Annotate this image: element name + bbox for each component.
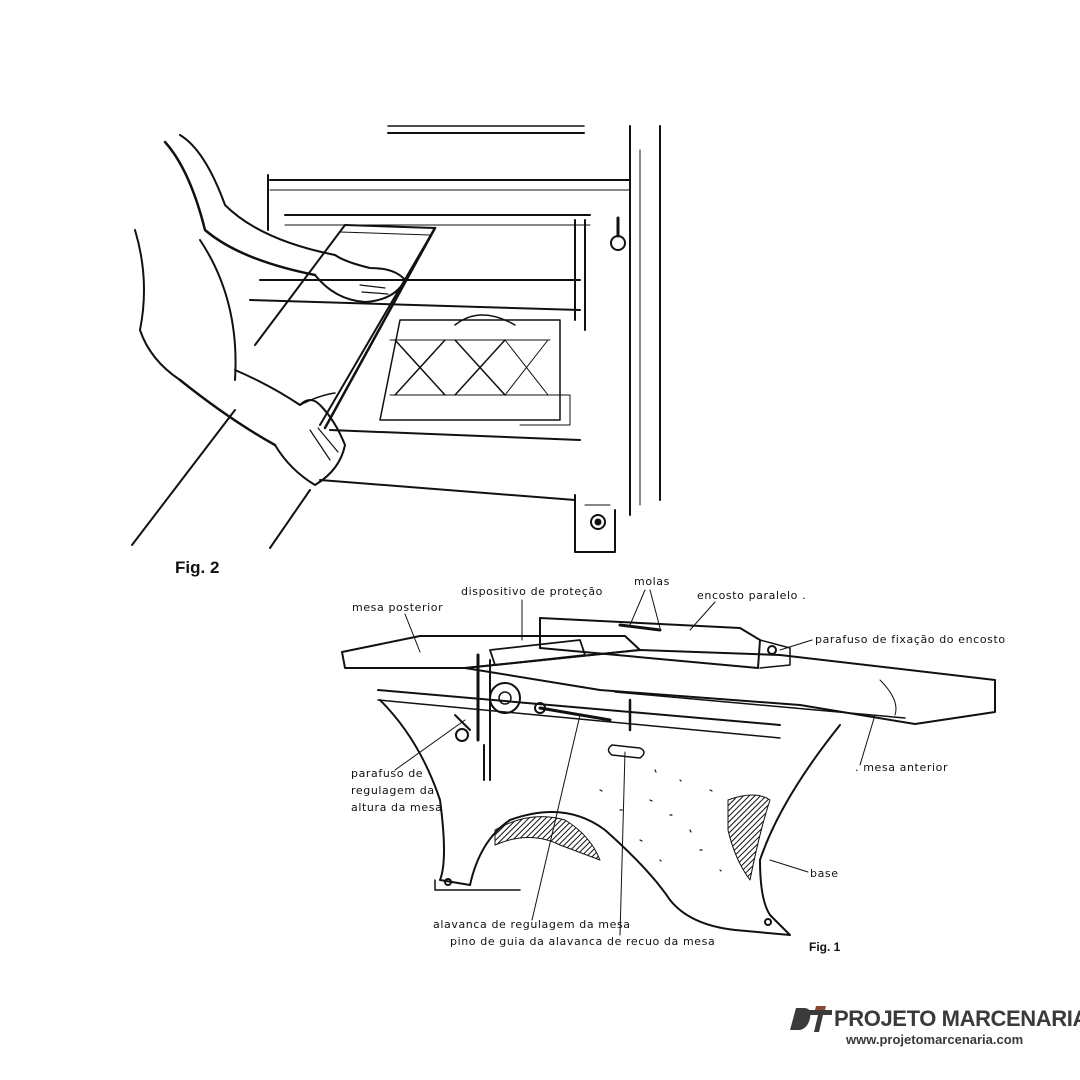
label-molas: molas <box>634 575 670 588</box>
brand-watermark: PROJETO MARCENARIA www.projetomarcenaria… <box>788 1002 1080 1054</box>
figure-1-caption: Fig. 1 <box>809 940 841 954</box>
label-mesa-posterior: mesa posterior <box>352 601 444 614</box>
label-parafuso-fixacao: parafuso de fixação do encosto <box>815 633 1006 646</box>
brand-name: PROJETO MARCENARIA <box>834 1006 1080 1031</box>
label-mesa-anterior: . mesa anterior <box>855 761 949 774</box>
brand-url: www.projetomarcenaria.com <box>846 1032 1024 1047</box>
label-parafuso-regulagem-line1: parafuso de <box>351 767 424 780</box>
label-pino-guia: pino de guia da alavanca de recuo da mes… <box>450 935 716 948</box>
label-alavanca-regulagem: alavanca de regulagem da mesa <box>433 918 631 931</box>
label-base: base <box>810 867 839 880</box>
label-parafuso-regulagem-line3: altura da mesa <box>351 801 443 814</box>
label-parafuso-regulagem-line2: regulagem da <box>351 784 435 797</box>
figure-2-caption: Fig. 2 <box>175 558 220 577</box>
label-dispositivo-protecao: dispositivo de proteção <box>461 585 604 598</box>
label-encosto-paralelo: encosto paralelo . <box>697 589 807 602</box>
brand-logo <box>790 1006 832 1032</box>
